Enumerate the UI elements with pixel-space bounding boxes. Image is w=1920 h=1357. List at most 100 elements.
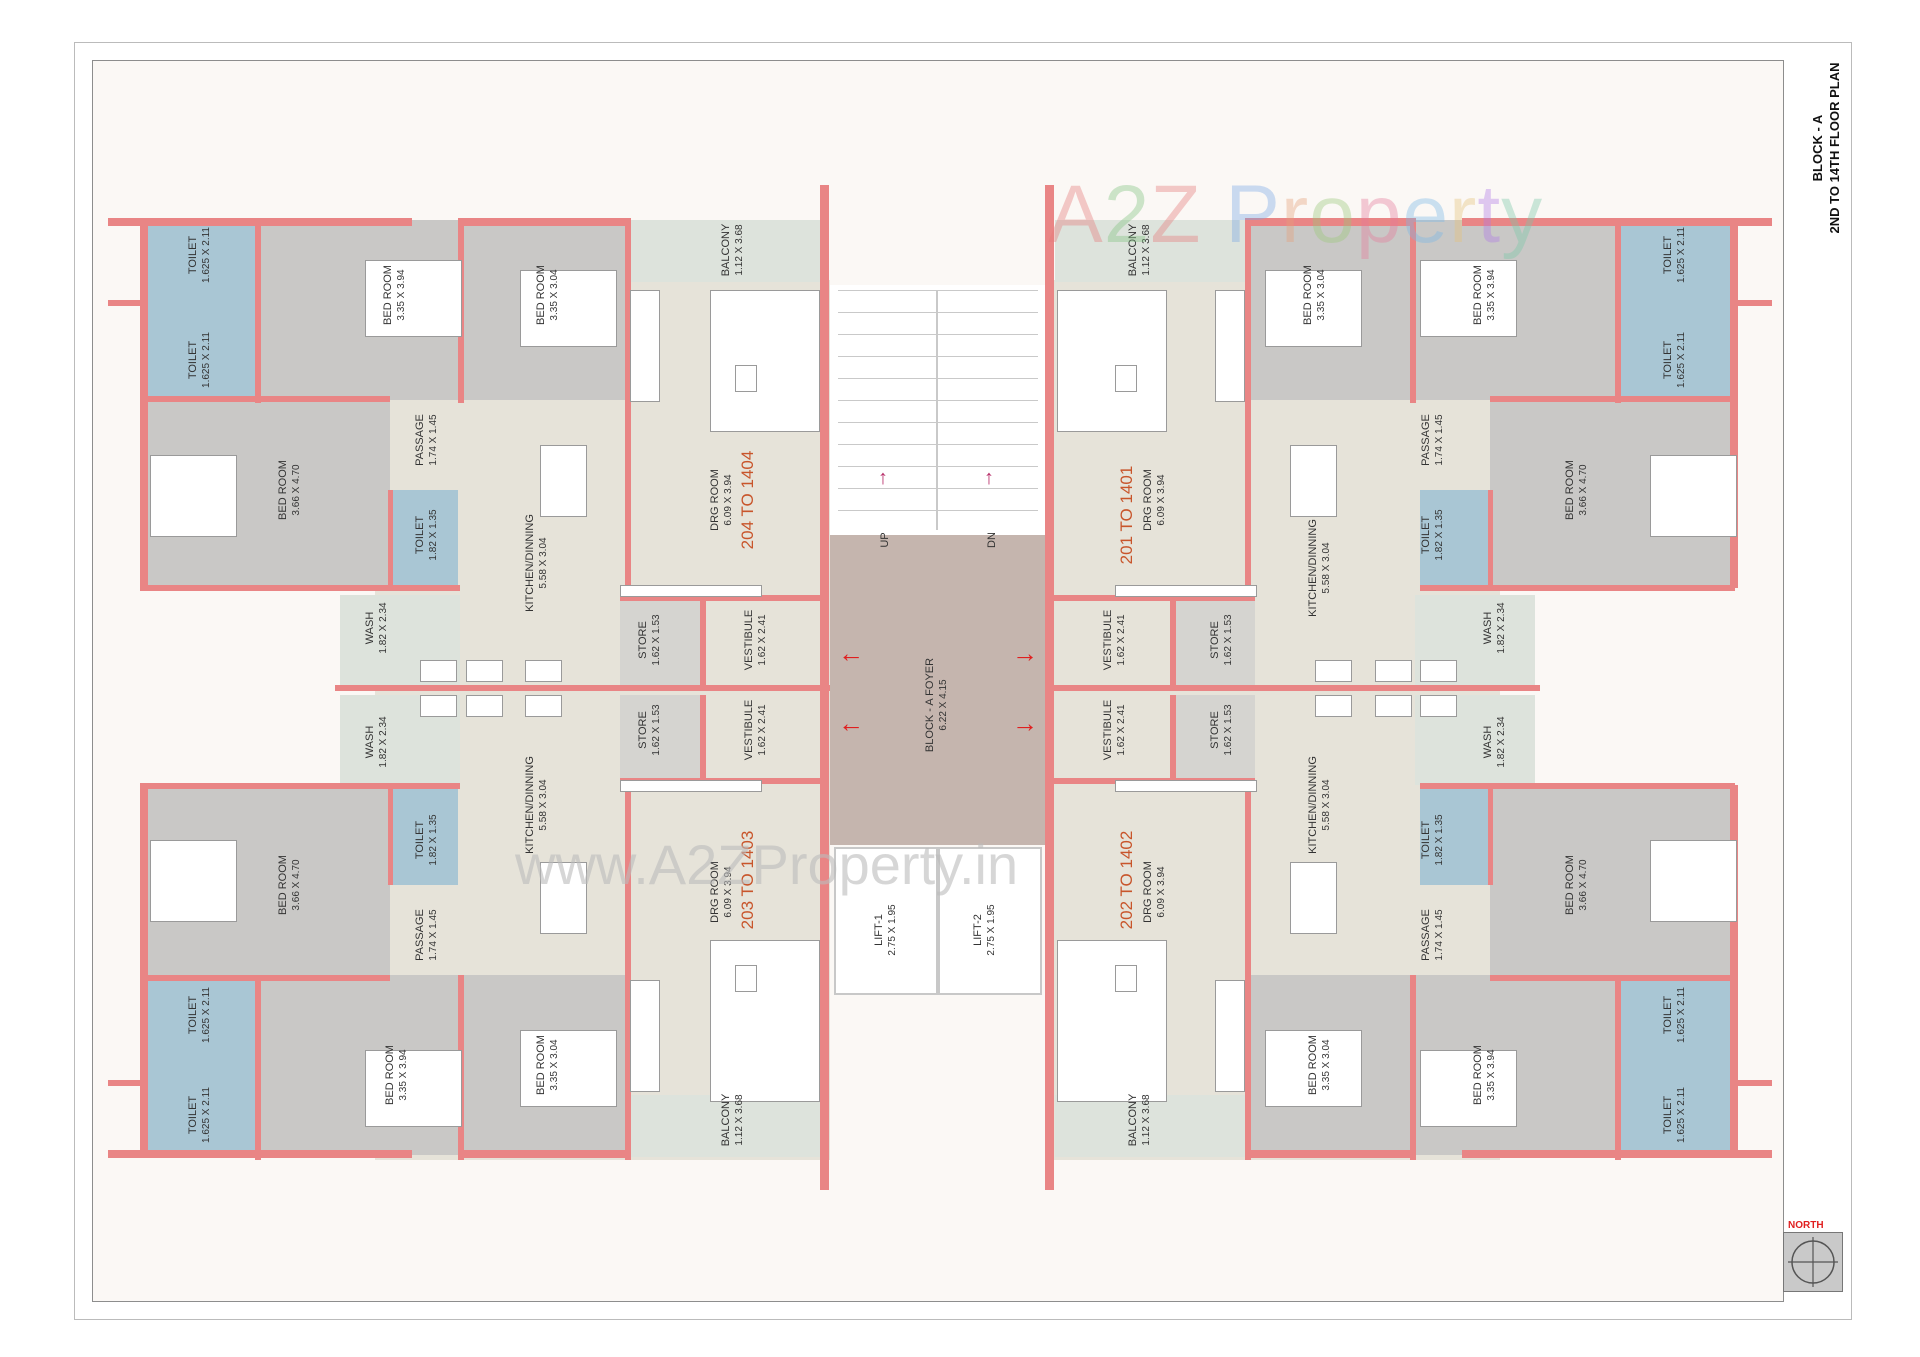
arrow-left-icon: ← <box>838 708 864 738</box>
watermark-letter: Z <box>1150 169 1202 260</box>
furniture-outline <box>540 862 587 934</box>
room-dimensions: 3.35 X 3.04 <box>549 269 560 321</box>
watermark-logo: A2Z Property <box>1048 168 1543 262</box>
watermark-letter: r <box>1449 169 1478 260</box>
room-name: STORE <box>637 621 649 659</box>
wall-segment <box>1737 300 1772 306</box>
watermark-letter <box>1201 169 1225 260</box>
foyer-fill <box>830 535 1045 845</box>
wall-segment <box>388 490 393 590</box>
room-dimensions: 6.09 X 3.94 <box>1156 866 1167 918</box>
room-name: BED ROOM <box>1472 265 1484 325</box>
watermark-letter: r <box>1280 169 1310 260</box>
wall-segment <box>1730 785 1738 1155</box>
room-name: STORE <box>637 711 649 749</box>
room-name: STORE <box>1209 621 1221 659</box>
balcony-fill <box>1055 1095 1250 1157</box>
furniture-outline <box>710 940 820 1102</box>
room-dimensions: 1.62 X 1.53 <box>1223 614 1234 666</box>
wall-segment <box>1615 218 1621 403</box>
wall-segment <box>1420 783 1735 789</box>
wall-segment <box>255 218 261 403</box>
wall-segment <box>255 975 261 1160</box>
room-name: STORE <box>1209 711 1221 749</box>
furniture-outline <box>150 840 237 922</box>
wall-segment <box>620 595 825 601</box>
room-dimensions: 1.62 X 2.41 <box>1116 614 1127 666</box>
furniture-outline <box>630 290 660 402</box>
furniture-outline <box>420 660 457 682</box>
room-name: TOILET <box>187 340 199 380</box>
room-name: BED ROOM <box>535 1035 547 1095</box>
stair-tread <box>838 510 1038 511</box>
wall-segment <box>700 600 706 685</box>
room-name: KITCHEN/DINNING <box>1307 756 1319 854</box>
stair-up-label: UP <box>879 532 891 548</box>
store-fill <box>620 695 700 780</box>
furniture-outline <box>1115 965 1137 992</box>
store-fill <box>620 600 700 685</box>
wall-segment <box>108 1080 143 1086</box>
room-dimensions: 1.74 X 1.45 <box>428 909 439 961</box>
room-dimensions: 3.35 X 3.94 <box>1486 269 1497 321</box>
wall-segment <box>1170 695 1176 780</box>
furniture-outline <box>1290 445 1337 517</box>
wall-segment <box>1245 780 1251 1160</box>
wall-segment <box>1730 218 1738 588</box>
furniture-outline <box>1650 840 1737 922</box>
room-dimensions: 1.625 X 2.11 <box>1676 332 1687 388</box>
wall-segment <box>458 1150 628 1158</box>
room-name: PASSAGE <box>414 909 426 961</box>
furniture-outline <box>1215 980 1245 1092</box>
room-name: VESTIBULE <box>1102 699 1114 761</box>
room-name: BED ROOM <box>1564 460 1576 520</box>
room-name: TOILET <box>1662 340 1674 380</box>
room-dimensions: 1.625 X 2.11 <box>201 987 212 1043</box>
stair-divider <box>936 290 938 530</box>
balcony-fill <box>625 220 820 282</box>
room-name: DRG ROOM <box>1142 469 1154 531</box>
room-dimensions: 5.58 X 3.04 <box>538 537 549 589</box>
room-name: BALCONY <box>720 1093 732 1147</box>
room-dimensions: 1.625 X 2.11 <box>201 1087 212 1143</box>
wall-segment <box>108 300 143 306</box>
room-name: WASH <box>1482 725 1494 759</box>
room-name: TOILET <box>414 515 426 555</box>
room-dimensions: 5.58 X 3.04 <box>1321 779 1332 831</box>
room-dimensions: 1.62 X 1.53 <box>1223 704 1234 756</box>
furniture-outline <box>1315 660 1352 682</box>
room-dimensions: 2.75 X 1.95 <box>887 904 898 956</box>
room-name: KITCHEN/DINNING <box>1307 519 1319 617</box>
room-dimensions: 1.12 X 3.68 <box>734 224 745 276</box>
store-fill <box>1175 695 1255 780</box>
wall-segment <box>625 780 631 1160</box>
furniture-outline <box>1420 660 1457 682</box>
wall-segment <box>140 585 460 591</box>
wall-segment <box>1488 490 1493 590</box>
arrow-up-icon: ↑ <box>984 467 994 489</box>
plan-title: BLOCK - A 2ND TO 14TH FLOOR PLAN <box>1809 63 1843 234</box>
room-name: BED ROOM <box>384 1045 396 1105</box>
furniture-outline <box>710 290 820 432</box>
room-dimensions: 1.82 X 2.34 <box>1496 716 1507 768</box>
furniture-outline <box>735 365 757 392</box>
wall-segment <box>140 785 148 1155</box>
room-dimensions: 1.625 X 2.11 <box>1676 987 1687 1043</box>
plan-title-line-2: 2ND TO 14TH FLOOR PLAN <box>1827 62 1842 234</box>
furniture-outline <box>150 455 237 537</box>
